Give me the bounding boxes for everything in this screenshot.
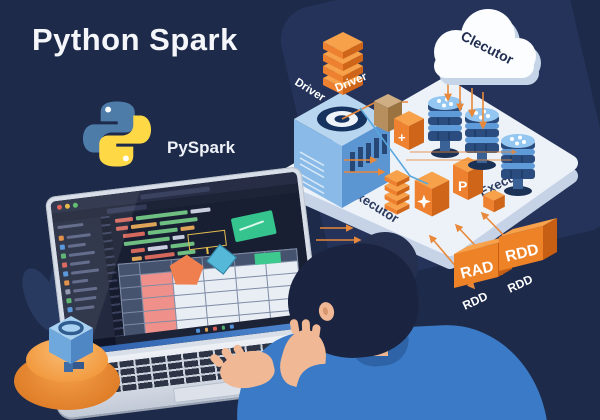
window-minimize-icon[interactable] bbox=[64, 202, 71, 209]
data-link-line bbox=[359, 107, 429, 185]
taskbar-icon[interactable] bbox=[196, 328, 201, 333]
titlebar-filename-pill bbox=[140, 186, 211, 200]
cube-ring-icon bbox=[58, 320, 84, 336]
python-logo-icon bbox=[82, 101, 152, 167]
plus-glyph: + bbox=[398, 130, 406, 145]
window-zoom-icon[interactable] bbox=[72, 201, 79, 208]
blue-cube-trophy bbox=[49, 316, 93, 372]
cache-box bbox=[374, 94, 402, 132]
taskbar-icon[interactable] bbox=[213, 326, 217, 331]
master-node-tower bbox=[294, 92, 408, 208]
file-item[interactable] bbox=[59, 242, 86, 250]
green-callout-card bbox=[230, 210, 277, 243]
diamond-shape bbox=[206, 243, 237, 275]
file-item[interactable] bbox=[65, 286, 98, 295]
selection-stem bbox=[205, 246, 209, 255]
file-item[interactable] bbox=[63, 278, 89, 286]
spark-icon bbox=[417, 194, 431, 209]
spreadsheet-overlay bbox=[117, 248, 304, 338]
selection-outline bbox=[187, 229, 227, 251]
spark-architecture-diagram: Executor Executor Driver Driver bbox=[280, 9, 578, 313]
taskbar-icon[interactable] bbox=[229, 324, 234, 329]
taskbar-icon[interactable] bbox=[221, 325, 226, 330]
rdd-box-2: RDD bbox=[499, 218, 557, 271]
rdd-caption-1: RDD bbox=[460, 289, 490, 313]
editor-tab[interactable] bbox=[106, 204, 147, 214]
editor-titlebar bbox=[50, 171, 298, 214]
page-title: Python Spark bbox=[32, 22, 238, 57]
code-area[interactable] bbox=[100, 192, 314, 357]
file-item[interactable] bbox=[60, 250, 95, 259]
explorer-header bbox=[57, 222, 84, 230]
cluster-cloud: Clecutor bbox=[434, 9, 541, 85]
pentagon-shape bbox=[169, 254, 204, 285]
driver-label-1: Driver bbox=[292, 76, 327, 104]
spark-box bbox=[414, 171, 450, 217]
editor-tabstrip bbox=[51, 183, 299, 223]
highlighted-green-cell bbox=[254, 251, 282, 265]
rdd-caption-2: RDD bbox=[505, 272, 535, 296]
file-item[interactable] bbox=[62, 267, 100, 277]
taskbar-icon[interactable] bbox=[204, 327, 209, 332]
p-glyph: P bbox=[458, 178, 467, 194]
file-item[interactable] bbox=[66, 295, 97, 304]
file-item[interactable] bbox=[61, 259, 91, 268]
pyspark-label: PySpark bbox=[167, 138, 236, 157]
file-item[interactable] bbox=[58, 232, 91, 242]
plus-box: + bbox=[394, 111, 424, 150]
window-close-icon[interactable] bbox=[56, 203, 63, 210]
